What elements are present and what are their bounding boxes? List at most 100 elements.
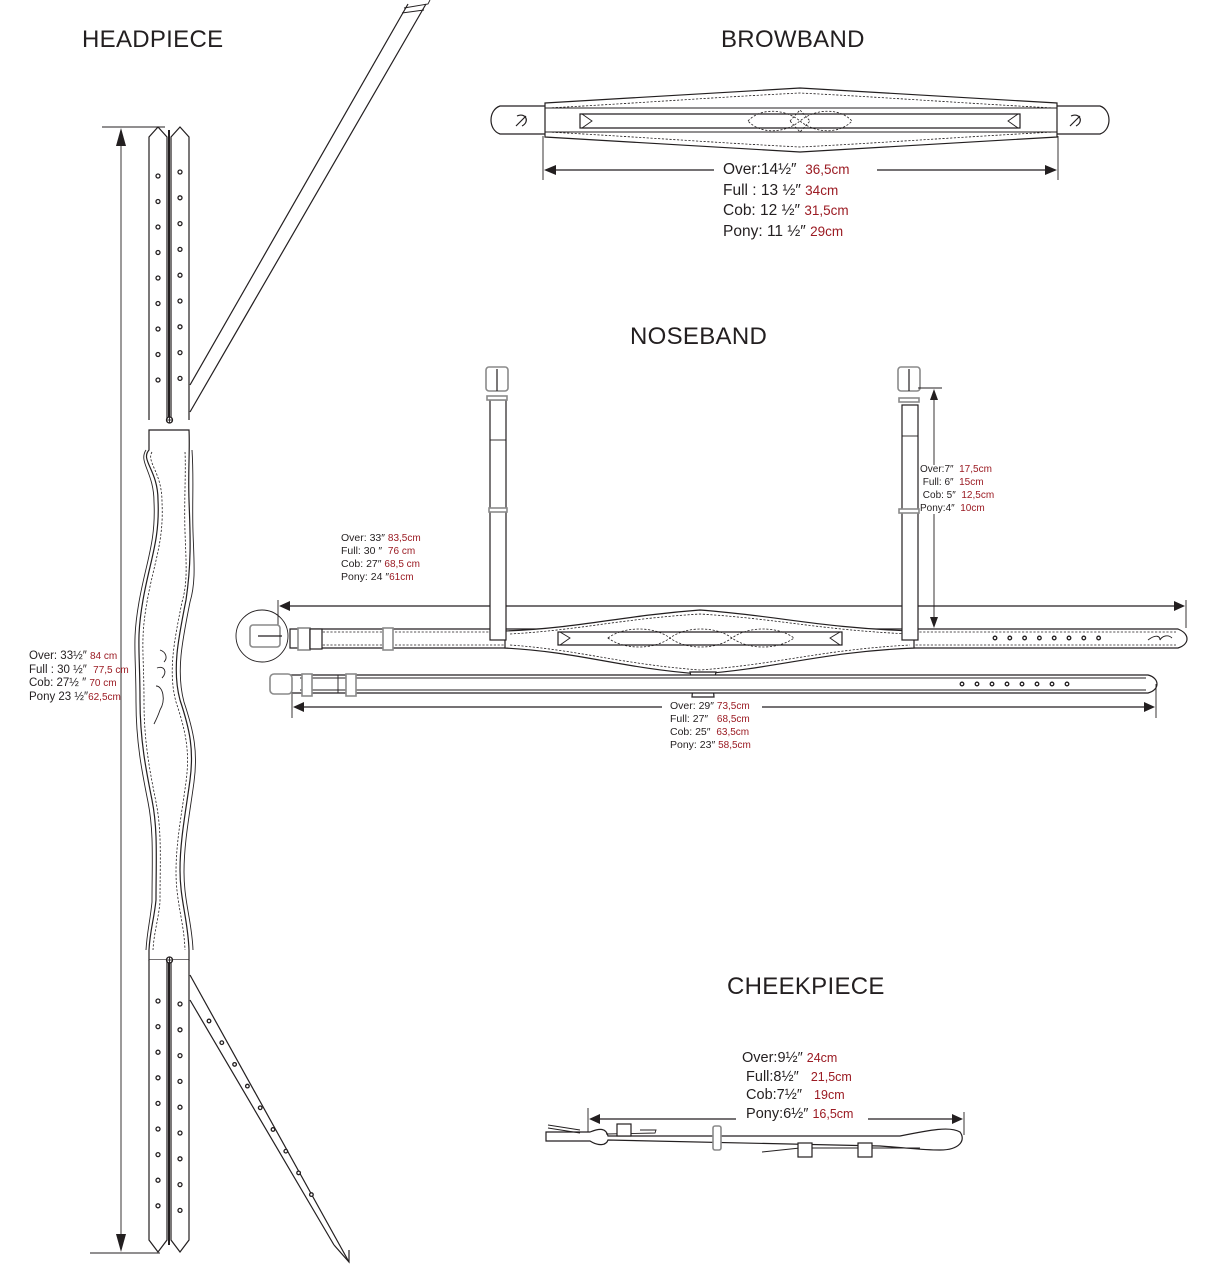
size-label: Over:14½″ [723, 161, 797, 178]
size-label: Full : 30 ½″ [29, 663, 87, 676]
noseband-holes [992, 635, 1102, 641]
strap-hole [219, 1040, 225, 1046]
size-label: Cob: 12 ½″ [723, 202, 801, 219]
strap-hole [177, 349, 183, 356]
strap-hole [155, 224, 161, 230]
strap-hole [155, 300, 161, 307]
metric-value: 15cm [959, 477, 984, 488]
metric-value: 73,5cm [716, 701, 750, 712]
stitching-right [171, 451, 188, 951]
throatlatch-lower-edge [189, 999, 335, 1246]
strap-hole [177, 169, 183, 175]
strap-hole [177, 1027, 183, 1033]
noseband-decorative-stitch [607, 628, 795, 648]
size-label: Cob: 25″ [670, 726, 711, 738]
keeper-icon [301, 673, 313, 697]
metric-value: 12,5cm [961, 490, 995, 501]
metric-value: 77,5 cm [93, 664, 129, 676]
size-label: Full: 30 ″ [341, 545, 383, 557]
strap-hole [155, 377, 161, 383]
strap-hole [155, 275, 161, 281]
size-label: Pony: 23″ [670, 739, 716, 751]
strap-hole [270, 1127, 276, 1132]
strap-hole [257, 1105, 263, 1111]
strap-hole [1034, 681, 1040, 687]
size-label: Over: 33½″ [29, 650, 87, 662]
strap-hole [155, 1023, 161, 1030]
buckle-detail-circle [235, 609, 289, 663]
strap-hole [155, 198, 161, 205]
crown-edge-right [179, 449, 196, 951]
strap-hole [177, 1052, 183, 1059]
keeper-icon [382, 627, 394, 651]
strap-hole [155, 998, 161, 1004]
strap-hole [177, 1130, 183, 1136]
stitching-left [142, 451, 163, 951]
metric-value: 61cm [389, 572, 414, 583]
noseband-cheek-strap-left [489, 399, 507, 641]
metric-value: 19cm [814, 1088, 845, 1102]
browband-stitch-top [547, 92, 1055, 109]
arrow-left-icon [544, 165, 556, 175]
size-label: Pony:4″ [920, 503, 955, 514]
cheekpiece-drawing [545, 1108, 965, 1158]
arrow-left-icon [589, 1114, 600, 1124]
keeper-icon [898, 508, 920, 514]
size-label: Over:9½″ [742, 1050, 803, 1066]
strap-hole [1022, 635, 1028, 641]
metric-value: 34cm [805, 182, 839, 198]
keeper-icon [297, 627, 311, 651]
arrow-right-icon [1144, 702, 1155, 712]
strap-hole [177, 246, 183, 253]
size-label: Pony: 11 ½″ [723, 222, 806, 240]
size-label: Pony:6½″ [746, 1105, 809, 1122]
browband-title: BROWBAND [721, 26, 865, 53]
keeper-icon [486, 395, 508, 401]
size-label: Full: 27″ [670, 713, 709, 725]
browband-drawing [490, 87, 1110, 180]
throatlatch-lower-tip [333, 1244, 350, 1264]
strap-hole [206, 1018, 212, 1024]
strap-hole [155, 249, 161, 256]
size-label: Pony 23 ½″ [29, 690, 89, 703]
strap-hole [177, 1001, 183, 1007]
strap-hole [296, 1170, 302, 1176]
size-label: Full : 13 ½″ [723, 181, 801, 199]
headpiece-drawing [90, 0, 431, 1264]
noseband-side-sizes: Over:7″ 17,5cm Full: 6″ 15cm Cob: 5″ 12,… [920, 465, 995, 514]
metric-value: 68,5cm [716, 714, 750, 725]
keeper-icon [898, 397, 920, 403]
metric-value: 58,5cm [718, 740, 751, 751]
size-label: Pony: 24 ″ [341, 571, 390, 583]
strap-hole [177, 1207, 183, 1214]
keeper-icon [797, 1142, 813, 1158]
crown-edge-left [134, 449, 155, 951]
flash-holes [959, 681, 1070, 687]
brand-logo-icon [515, 114, 527, 127]
size-label: Full: 6″ [922, 477, 954, 488]
strap-hole [1066, 635, 1072, 641]
keeper-icon [712, 1125, 722, 1151]
strap-hole [155, 1126, 161, 1132]
size-label: Cob: 27″ [341, 558, 382, 570]
noseband-center-panel [504, 609, 915, 675]
size-label: Cob: 5″ [922, 490, 956, 501]
arrow-left-icon [279, 601, 290, 611]
strap-hole [155, 1151, 161, 1158]
strap-hole [177, 1078, 183, 1085]
strap-hole [177, 298, 183, 304]
size-label: Over: 33″ [341, 532, 385, 544]
strap-hole [1007, 635, 1013, 641]
metric-value: 83,5cm [387, 533, 421, 544]
browband-decorative-stitch [747, 110, 853, 132]
noseband-main-sizes: Over: 33″ 83,5cm Full: 30 ″ 76 cm Cob: 2… [341, 533, 421, 583]
metric-value: 36,5cm [805, 162, 850, 177]
strap-hole [155, 1075, 161, 1081]
strap-hole [155, 173, 161, 179]
arrow-down-icon [116, 1234, 126, 1252]
metric-value: 31,5cm [804, 203, 849, 218]
cheekpiece-sizes: Over:9½″ 24cm Full:8½″ 21,5cm Cob:7½″ 19… [742, 1050, 854, 1122]
cheekpiece-tip [547, 1124, 581, 1134]
strap-hole [1064, 681, 1070, 687]
